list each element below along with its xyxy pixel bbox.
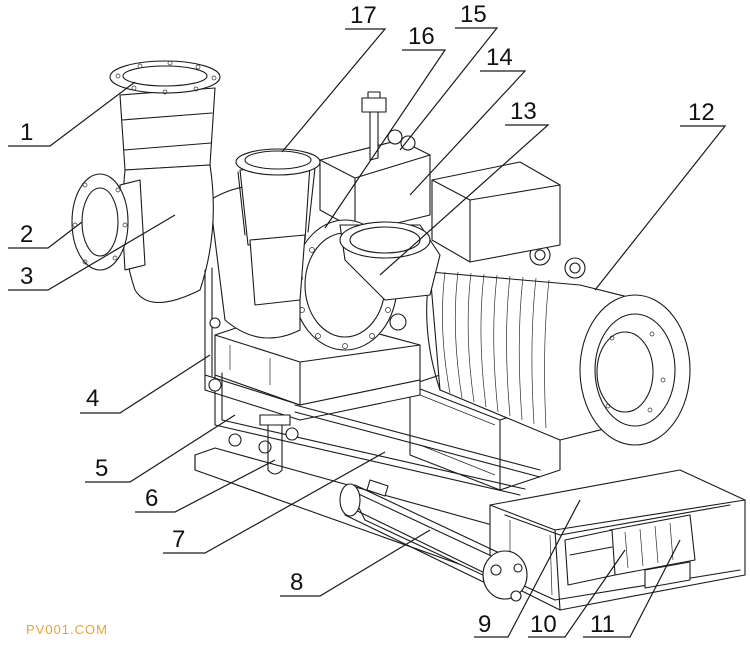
label-16: 16 <box>408 23 435 50</box>
label-15: 15 <box>460 1 487 28</box>
gearbox <box>319 91 431 233</box>
label-13: 13 <box>510 98 537 125</box>
oil-pump-unit <box>564 514 696 589</box>
inlet-pipe <box>71 60 221 303</box>
leader-lines <box>8 27 727 638</box>
volute-second-stage <box>292 219 441 351</box>
label-4: 4 <box>86 385 99 412</box>
label-3: 3 <box>20 263 33 290</box>
watermark: PV001.COM <box>26 622 108 637</box>
motor <box>426 161 691 446</box>
label-7: 7 <box>172 526 185 553</box>
label-5: 5 <box>95 455 108 482</box>
label-14: 14 <box>486 44 513 71</box>
vertical-oil-line <box>204 267 222 392</box>
oil-pipes <box>214 372 541 496</box>
label-12: 12 <box>688 99 715 126</box>
label-17: 17 <box>350 2 377 29</box>
label-9: 9 <box>478 611 491 638</box>
label-1: 1 <box>20 119 33 146</box>
label-8: 8 <box>290 569 303 596</box>
label-2: 2 <box>20 221 33 248</box>
part-labels: 1 2 3 4 5 6 7 8 9 10 11 12 13 14 15 16 1… <box>20 1 715 638</box>
label-6: 6 <box>145 485 158 512</box>
label-11: 11 <box>590 611 615 638</box>
label-10: 10 <box>530 611 557 638</box>
volute-first-stage <box>209 148 321 339</box>
oil-cooler <box>339 479 528 602</box>
